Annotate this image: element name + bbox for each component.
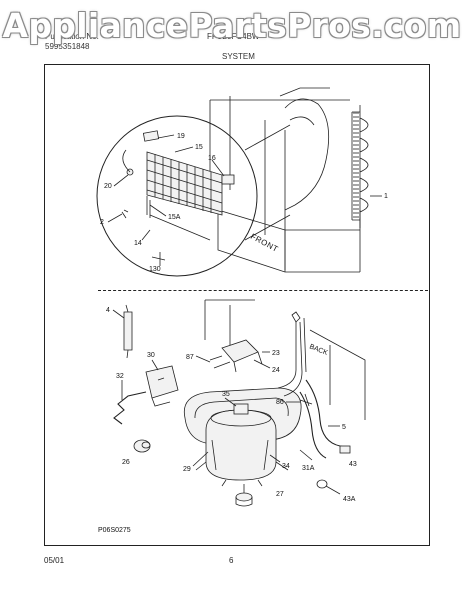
- compressor-drawing: 4 30 32 26 35 29 34 27: [98, 299, 366, 534]
- part-label-31a: 31A: [302, 465, 315, 472]
- part-label-2: 2: [100, 219, 104, 226]
- publication-label: Publication No.: [45, 32, 99, 41]
- part-label-32: 32: [116, 373, 124, 380]
- part-label-15a: 15A: [168, 214, 181, 221]
- part-label-20: 20: [104, 183, 112, 190]
- part-label-19: 19: [177, 133, 185, 140]
- part-label-16: 16: [208, 155, 216, 162]
- part-label-15: 15: [195, 144, 203, 151]
- model-number: FFU20FC4BW: [207, 32, 260, 41]
- part-label-86: 86: [276, 399, 284, 406]
- evaporator-detail-bubble: 19 15 16 20 2 15A 14 130: [96, 115, 291, 277]
- back-label: BACK: [308, 343, 329, 357]
- part-label-35: 35: [222, 391, 230, 398]
- part-label-43: 43: [349, 461, 357, 468]
- part-label-1: 1: [384, 193, 388, 200]
- publication-number: 5995351848: [45, 42, 90, 51]
- diagram-frame: [44, 64, 430, 546]
- part-label-30: 30: [147, 352, 155, 359]
- part-label-26: 26: [122, 459, 130, 466]
- page-number: 6: [229, 556, 234, 565]
- part-label-5: 5: [342, 424, 346, 431]
- part-label-43a: 43A: [343, 496, 356, 503]
- part-label-87: 87: [186, 354, 194, 361]
- figure-code: P06S0275: [98, 527, 131, 534]
- part-label-27: 27: [276, 491, 284, 498]
- section-divider: [98, 290, 428, 291]
- part-label-14: 14: [134, 240, 142, 247]
- part-label-130: 130: [149, 266, 161, 273]
- footer-date: 05/01: [44, 556, 65, 565]
- part-label-24: 24: [272, 367, 280, 374]
- watermark-logo: AppliancePartsPros.com: [2, 6, 462, 45]
- part-label-34: 34: [282, 463, 290, 470]
- section-title: SYSTEM: [222, 52, 255, 61]
- cabinet-drawing: 1 FRONT: [209, 87, 388, 273]
- part-label-29: 29: [183, 466, 191, 473]
- part-label-23: 23: [272, 350, 280, 357]
- part-label-4: 4: [106, 307, 110, 314]
